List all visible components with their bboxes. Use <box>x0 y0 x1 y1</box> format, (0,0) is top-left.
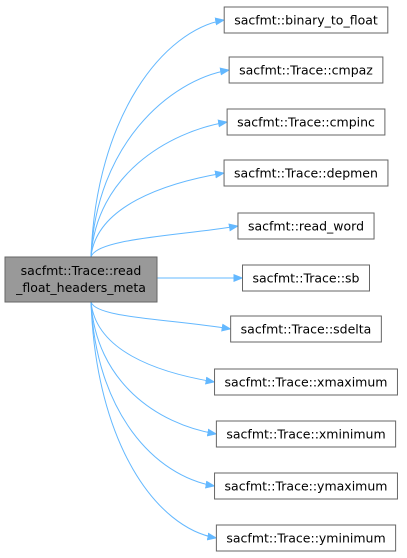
target-node-sacfmt-trace-cmpaz[interactable]: sacfmt::Trace::cmpaz <box>228 56 384 84</box>
target-node-label: sacfmt::Trace::xmaximum <box>225 375 388 390</box>
target-node-sacfmt-trace-xmaximum[interactable]: sacfmt::Trace::xmaximum <box>214 368 398 396</box>
target-node-label: sacfmt::Trace::depmen <box>234 166 378 181</box>
edge-to-sacfmt-trace-cmpaz <box>90 67 231 258</box>
target-node-box <box>223 159 389 187</box>
edge-to-sacfmt-trace-sdelta <box>90 301 232 332</box>
target-node-label: sacfmt::Trace::sb <box>253 271 360 286</box>
target-node-sacfmt-trace-cmpinc[interactable]: sacfmt::Trace::cmpinc <box>226 108 386 136</box>
source-node-label-line-2: _float_headers_meta <box>15 280 146 295</box>
source-node-box <box>4 256 158 303</box>
target-node-sacfmt-trace-yminimum[interactable]: sacfmt::Trace::yminimum <box>215 524 397 552</box>
target-node-sacfmt-trace-xminimum[interactable]: sacfmt::Trace::xminimum <box>215 420 397 448</box>
edge-to-sacfmt-binary-to-float <box>90 17 226 258</box>
source-node[interactable]: sacfmt::Trace::read _float_headers_meta <box>4 256 158 303</box>
target-node-box <box>214 472 398 500</box>
target-node-label: sacfmt::Trace::cmpaz <box>239 63 373 78</box>
target-node-label: sacfmt::Trace::yminimum <box>226 531 385 546</box>
target-node-sacfmt-binary-to-float[interactable]: sacfmt::binary_to_float <box>223 6 389 34</box>
target-node-sacfmt-trace-sb[interactable]: sacfmt::Trace::sb <box>242 264 370 292</box>
edge-to-sacfmt-trace-xminimum <box>90 301 218 437</box>
target-node-sacfmt-trace-depmen[interactable]: sacfmt::Trace::depmen <box>223 159 389 187</box>
edge-to-sacfmt-trace-depmen <box>90 170 226 258</box>
target-node-sacfmt-trace-ymaximum[interactable]: sacfmt::Trace::ymaximum <box>214 472 398 500</box>
edges <box>90 17 244 541</box>
target-nodes: sacfmt::binary_to_floatsacfmt::Trace::cm… <box>214 6 398 552</box>
target-node-label: sacfmt::Trace::cmpinc <box>237 115 375 130</box>
target-node-label: sacfmt::Trace::xminimum <box>226 427 385 442</box>
target-node-sacfmt-trace-sdelta[interactable]: sacfmt::Trace::sdelta <box>230 315 382 343</box>
edge-to-sacfmt-trace-yminimum <box>90 301 218 541</box>
source-node-label-line-1: sacfmt::Trace::read <box>21 263 142 278</box>
target-node-sacfmt-read-word[interactable]: sacfmt::read_word <box>237 212 375 240</box>
target-node-box <box>242 264 370 292</box>
target-node-box <box>237 212 375 240</box>
target-node-label: sacfmt::Trace::sdelta <box>241 322 372 337</box>
target-node-box <box>223 6 389 34</box>
target-node-box <box>215 420 397 448</box>
target-node-box <box>230 315 382 343</box>
target-node-box <box>214 368 398 396</box>
target-node-label: sacfmt::read_word <box>248 219 364 234</box>
target-node-box <box>228 56 384 84</box>
target-node-box <box>215 524 397 552</box>
target-node-box <box>226 108 386 136</box>
target-node-label: sacfmt::Trace::ymaximum <box>225 479 388 494</box>
edge-to-sacfmt-trace-ymaximum <box>90 301 216 489</box>
edge-to-sacfmt-trace-cmpinc <box>90 119 229 258</box>
target-node-label: sacfmt::binary_to_float <box>234 13 378 28</box>
edge-to-sacfmt-read-word <box>90 223 239 258</box>
edge-to-sacfmt-trace-xmaximum <box>90 301 216 385</box>
